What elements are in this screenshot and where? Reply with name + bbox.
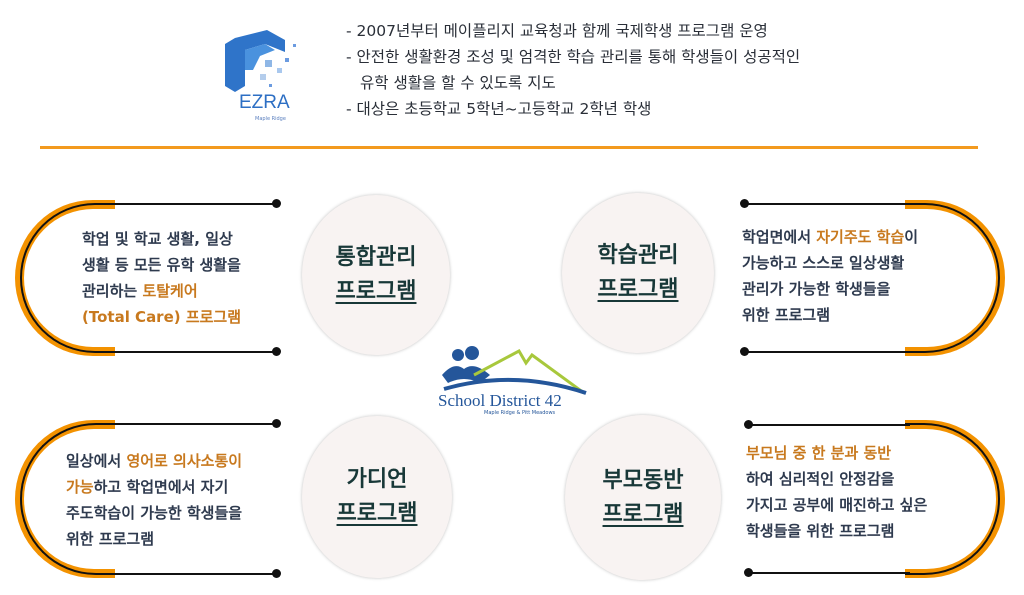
text-line: 주도학습이 가능한 학생들을	[66, 504, 243, 522]
text-line: 위한 프로그램	[66, 530, 155, 548]
text-line: 관리가 가능한 학생들을	[742, 280, 891, 298]
text-line: 부모동반	[602, 467, 684, 493]
intro-item: - 안전한 생활환경 조성 및 엄격한 학습 관리를 통해 학생들이 성공적인	[346, 48, 801, 66]
text-line: 학습관리	[597, 243, 679, 268]
text-line: 학업면에서	[742, 228, 817, 246]
text-line: 학업 및 학교 생활, 일상	[82, 230, 233, 248]
text-line: 이	[904, 228, 919, 246]
text-line: 가능	[66, 478, 94, 496]
dot	[272, 199, 281, 208]
logo-name: EZRA	[239, 92, 290, 113]
program-description: 학업 및 학교 생활, 일상 생활 등 모든 유학 생활을 관리하는 토탈케어 …	[82, 226, 241, 330]
dot	[740, 347, 749, 356]
connector-line	[744, 203, 910, 205]
text-line: 생활 등 모든 유학 생활을	[82, 256, 241, 274]
dot	[272, 419, 281, 428]
intro-item: 유학 생활을 할 수 있도록 지도	[360, 74, 556, 92]
text-line: 학생들을 위한 프로그램	[746, 522, 895, 540]
school-district-emblem-icon	[442, 346, 587, 395]
text-line: 가능하고 스스로 일상생활	[742, 254, 905, 272]
text-line: 위한 프로그램	[742, 306, 831, 324]
ezra-logo: EZRA Maple Ridge	[205, 30, 305, 130]
connector-line	[110, 203, 276, 205]
text-line: 프로그램	[336, 501, 418, 526]
text-line: 하여 심리적인 안정감을	[746, 470, 895, 488]
text-line: 프로그램	[335, 279, 417, 304]
connector-line	[110, 423, 276, 425]
dot	[744, 420, 753, 429]
text-line: (Total Care) 프로그램	[82, 308, 242, 326]
intro-item: - 2007년부터 메이플리지 교육청과 함께 국제학생 프로그램 운영	[346, 22, 768, 40]
intro-list: - 2007년부터 메이플리지 교육청과 함께 국제학생 프로그램 운영 - 안…	[346, 18, 800, 122]
logo-subtitle: Maple Ridge	[255, 116, 286, 122]
text-line: 일상에서	[66, 452, 127, 470]
ezra-cube-icon	[225, 30, 296, 92]
text-line: 토탈케어	[142, 282, 198, 300]
text-line: 가디언	[346, 467, 408, 492]
dot	[272, 347, 281, 356]
logo-name: School District 42	[438, 391, 562, 410]
program-description: 부모님 중 한 분과 동반 하여 심리적인 안정감을 가지고 공부에 매진하고 …	[746, 440, 927, 544]
arc-line	[905, 203, 1000, 353]
connector-line	[748, 424, 910, 426]
connector-line	[744, 351, 910, 353]
dot	[744, 568, 753, 577]
dot	[740, 199, 749, 208]
text-line: 통합관리	[335, 245, 417, 270]
text-line: 부모님 중 한 분과 동반	[746, 444, 892, 462]
connector-line	[110, 573, 276, 575]
intro-item: - 대상은 초등학교 5학년~고등학교 2학년 학생	[346, 100, 652, 118]
text-line: 자기주도 학습	[816, 228, 905, 246]
program-description: 학업면에서 자기주도 학습이 가능하고 스스로 일상생활 관리가 가능한 학생들…	[742, 224, 918, 328]
text-line: 프로그램	[602, 501, 684, 527]
connector-line	[110, 351, 276, 353]
school-district-logo: School District 42 Maple Ridge & Pitt Me…	[434, 345, 594, 420]
text-line: 가지고 공부에 매진하고 싶은	[746, 496, 928, 514]
connector-line	[748, 572, 910, 574]
program-description: 일상에서 영어로 의사소통이 가능하고 학업면에서 자기 주도학습이 가능한 학…	[66, 448, 242, 552]
text-line: 영어로 의사소통이	[126, 452, 243, 470]
text-line: 관리하는	[82, 282, 143, 300]
divider	[40, 146, 978, 149]
text-line: 프로그램	[597, 277, 679, 302]
logo-subtitle: Maple Ridge & Pitt Meadows	[484, 410, 556, 416]
dot	[272, 569, 281, 578]
text-line: 하고 학업면에서 자기	[93, 478, 229, 496]
